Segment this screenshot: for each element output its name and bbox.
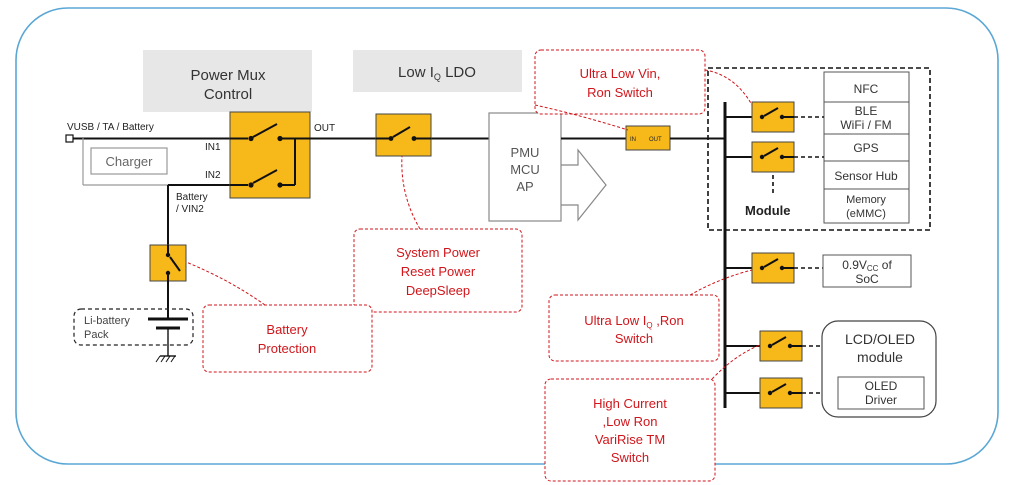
outer-frame bbox=[15, 7, 999, 465]
module-switch-1 bbox=[725, 101, 824, 133]
callout-high-current-line3: VariRise TM bbox=[595, 432, 665, 447]
callout-system-power-line3: DeepSleep bbox=[406, 283, 470, 298]
callout-ultra-low-iq-line1: Ultra Low IQ ,Ron bbox=[584, 313, 683, 330]
out-label: OUT bbox=[314, 123, 335, 134]
power-mux-switch bbox=[229, 111, 311, 199]
low-iq-ldo-label-box bbox=[353, 50, 522, 92]
li-battery-label-line2: Pack bbox=[84, 329, 109, 341]
charger-label: Charger bbox=[106, 154, 154, 169]
callout-high-current-leader bbox=[711, 344, 761, 380]
callout-high-current-line1: High Current bbox=[593, 396, 667, 411]
battery-vin2-label-line1: Battery bbox=[176, 192, 208, 203]
small-ldo-out-label: OUT bbox=[649, 137, 662, 143]
module-switch-2 bbox=[725, 141, 824, 193]
callout-system-power bbox=[353, 228, 523, 313]
oled-driver-label-line1: OLED bbox=[865, 379, 898, 393]
callout-ultra-low-iq-leader bbox=[689, 269, 753, 296]
battery-symbol bbox=[148, 317, 188, 363]
callout-battery-protection-line1: Battery bbox=[266, 322, 308, 337]
charger-box bbox=[90, 147, 168, 175]
module-stack bbox=[823, 71, 910, 224]
callout-ultra-low-iq-line2: Switch bbox=[615, 331, 653, 346]
battery-protection-switch bbox=[149, 244, 187, 282]
module-item-gps: GPS bbox=[853, 141, 878, 155]
callout-ultra-low-vin bbox=[534, 49, 706, 115]
callout-ultra-low-vin-leader-2 bbox=[534, 104, 629, 131]
pmu-label-line1: PMU bbox=[511, 145, 540, 160]
callout-ultra-low-vin-line2: Ron Switch bbox=[587, 85, 653, 100]
callout-ultra-low-iq bbox=[548, 294, 720, 362]
li-battery-pack-box bbox=[73, 308, 194, 346]
callout-battery-protection bbox=[202, 304, 373, 373]
power-mux-label-box bbox=[143, 50, 312, 112]
callout-high-current-line2: ,Low Ron bbox=[603, 414, 658, 429]
in1-label: IN1 bbox=[205, 142, 221, 153]
callout-battery-protection-line2: Protection bbox=[258, 341, 317, 356]
small-ldo-box bbox=[625, 125, 671, 151]
callout-high-current-line4: Switch bbox=[611, 450, 649, 465]
callout-system-power-line1: System Power bbox=[396, 245, 480, 260]
soc-box bbox=[822, 254, 912, 288]
pmu-label-line2: MCU bbox=[510, 162, 540, 177]
soc-label-line2: SoC bbox=[855, 272, 879, 286]
pmu-box bbox=[488, 112, 562, 222]
module-item-emmc: (eMMC) bbox=[846, 208, 886, 220]
vusb-connector bbox=[65, 134, 74, 143]
callout-ultra-low-vin-leader-1 bbox=[704, 69, 753, 106]
callout-high-current bbox=[544, 378, 716, 482]
oled-driver-label-line2: Driver bbox=[865, 393, 897, 407]
power-mux-label-line2: Control bbox=[204, 86, 252, 103]
module-item-memory: Memory bbox=[846, 194, 886, 206]
module-label: Module bbox=[745, 203, 791, 218]
lcd-oled-label-line2: module bbox=[857, 349, 903, 365]
soc-label-line1: 0.9VCC of bbox=[842, 258, 892, 273]
low-iq-ldo-label: Low IQ LDO bbox=[398, 64, 476, 82]
vusb-label: VUSB / TA / Battery bbox=[67, 122, 154, 133]
module-item-wifi-fm: WiFi / FM bbox=[840, 118, 891, 132]
battery-vin2-label-line2: / VIN2 bbox=[176, 204, 204, 215]
callout-battery-protection-leader bbox=[185, 261, 266, 306]
lcd-switch-1 bbox=[725, 330, 822, 362]
module-item-nfc: NFC bbox=[854, 82, 879, 96]
in2-label: IN2 bbox=[205, 170, 221, 181]
callout-ultra-low-vin-line1: Ultra Low Vin, bbox=[580, 66, 661, 81]
module-item-sensor-hub: Sensor Hub bbox=[834, 169, 898, 183]
callout-system-power-leader bbox=[401, 155, 421, 230]
soc-switch bbox=[725, 252, 823, 284]
lcd-switch-2 bbox=[725, 377, 838, 409]
pmu-arrow bbox=[559, 148, 607, 222]
ldo-switch bbox=[375, 113, 432, 157]
power-mux-label-line1: Power Mux bbox=[190, 67, 266, 84]
pmu-label-line3: AP bbox=[516, 179, 533, 194]
module-item-ble: BLE bbox=[855, 104, 878, 118]
small-ldo-in-label: IN bbox=[630, 137, 636, 143]
callout-system-power-line2: Reset Power bbox=[401, 264, 476, 279]
oled-driver-box bbox=[837, 376, 925, 410]
li-battery-label-line1: Li-battery bbox=[84, 315, 130, 327]
lcd-oled-label-line1: LCD/OLED bbox=[845, 331, 915, 347]
